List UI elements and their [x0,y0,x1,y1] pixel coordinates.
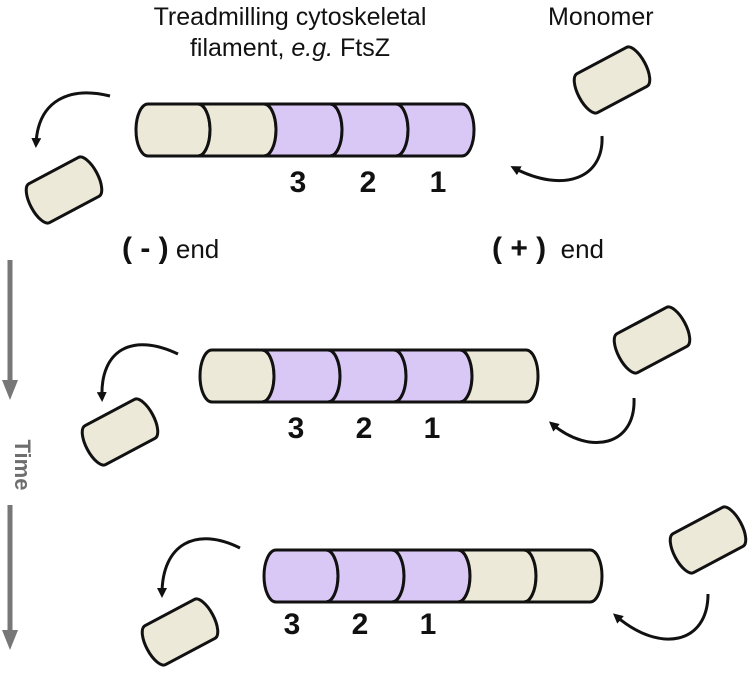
filament-row-1 [134,102,476,158]
subunit-number: 1 [429,166,447,199]
time-label: Time [10,439,35,491]
arriving-monomer [612,305,692,375]
dissociation-arrow [96,343,179,402]
arriving-monomer [572,45,652,115]
filament-row-2 [198,348,540,404]
subunit-marked-2 [329,102,410,158]
departing-monomer [140,597,220,667]
time-arrow [2,260,18,650]
arriving-monomer [668,505,748,575]
subunit-marked-3 [263,102,344,158]
subunit-old [134,102,212,158]
association-arrow [548,397,636,445]
subunit-number: 3 [289,166,307,199]
plus-end-label: ( + ) end [492,232,605,265]
subunit-marked-2 [327,348,408,404]
subunit-number: 3 [283,608,301,641]
figure-title: Treadmilling cytoskeletal filament, e.g.… [153,3,427,62]
subunit-marked-2 [325,548,406,604]
monomer-label: Monomer [548,3,654,31]
subunit-number: 2 [359,166,377,199]
subunit-marked-1 [395,102,476,158]
association-arrow [612,593,710,641]
subunit-number: 2 [351,608,369,641]
dissociation-arrow [31,91,111,148]
subunit-number: 1 [423,412,441,445]
subunit-marked-3 [261,348,342,404]
subunit-number: 2 [355,412,373,445]
subunit-number: 3 [287,412,305,445]
subunit-old [197,102,278,158]
subunit-marked-1 [393,348,474,404]
subunit-new [459,348,540,404]
subunit-old [198,348,276,404]
subunit-new [457,548,538,604]
filament-row-3 [262,548,604,604]
subunit-marked-1 [391,548,472,604]
subunit-new [523,548,604,604]
dissociation-arrow [157,537,241,598]
departing-monomer [80,397,160,467]
subunit-number: 1 [419,608,437,641]
departing-monomer [24,155,104,225]
minus-end-label: ( - ) end [122,232,220,265]
association-arrow [510,135,604,183]
subunit-marked-3 [262,548,340,604]
